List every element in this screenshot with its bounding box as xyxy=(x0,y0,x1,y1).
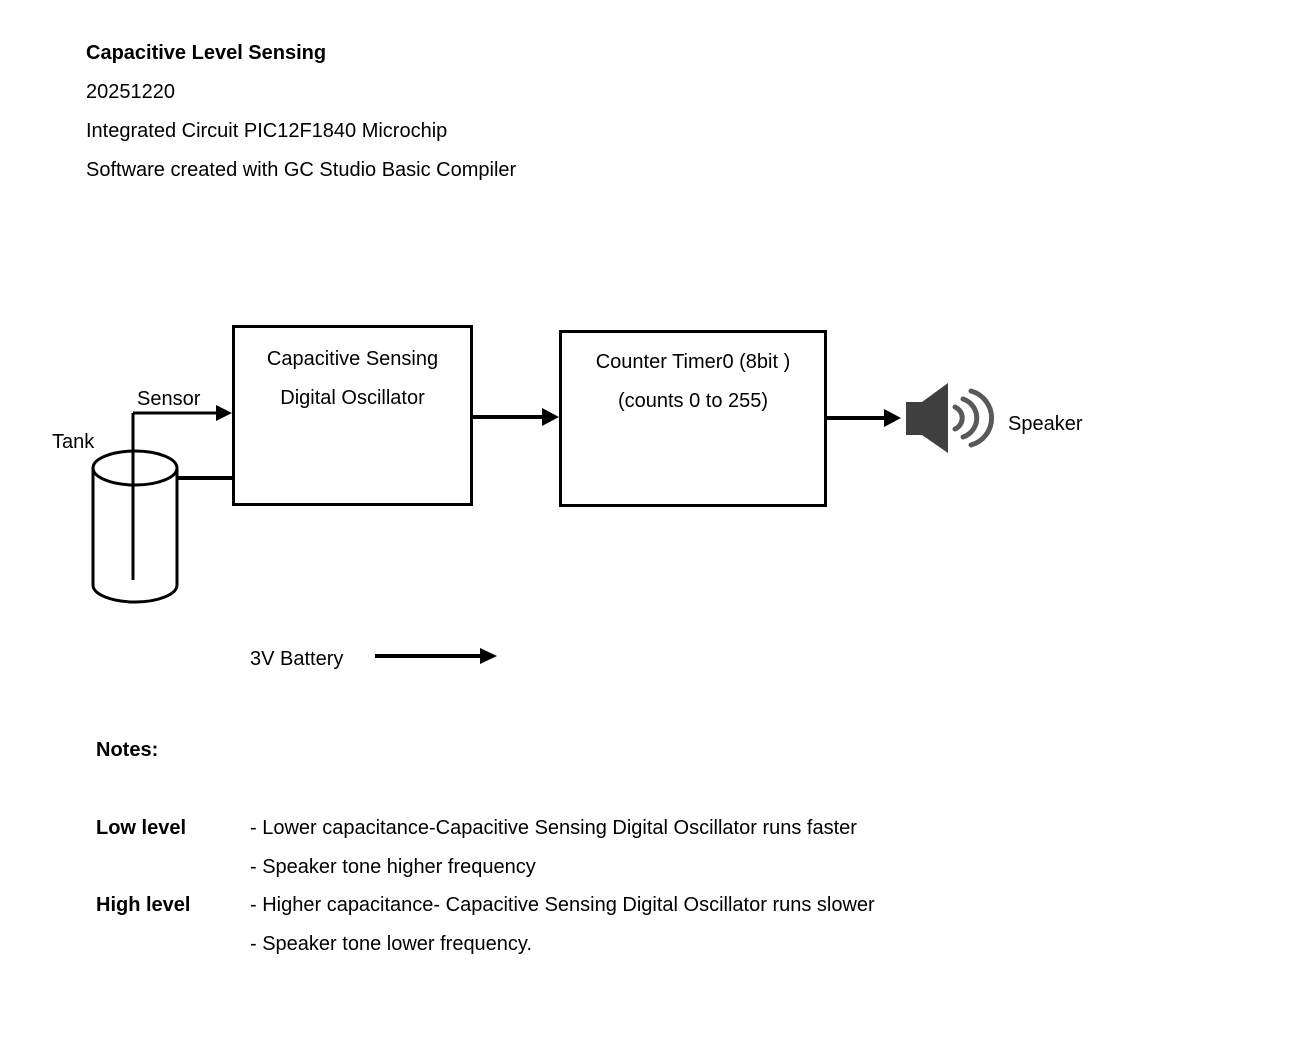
battery-arrow xyxy=(375,648,497,664)
note-high-level-line2: - Speaker tone lower frequency. xyxy=(250,933,533,955)
note-high-level-label: High level xyxy=(96,894,191,916)
sensor-label: Sensor xyxy=(137,388,201,410)
battery-label: 3V Battery xyxy=(250,648,344,670)
oscillator-to-counter-arrow xyxy=(473,408,559,426)
document-subtitle-ic: Integrated Circuit PIC12F1840 Microchip xyxy=(86,120,448,142)
oscillator-block: Capacitive Sensing Digital Oscillator xyxy=(232,325,473,506)
note-low-level-line1: - Lower capacitance-Capacitive Sensing D… xyxy=(250,817,857,839)
speaker-label: Speaker xyxy=(1008,413,1083,435)
counter-to-speaker-arrow xyxy=(827,409,901,427)
speaker-icon xyxy=(906,383,995,453)
document-title: Capacitive Level Sensing xyxy=(86,42,327,64)
note-high-level-line1: - Higher capacitance- Capacitive Sensing… xyxy=(250,894,875,916)
counter-block-line2: (counts 0 to 255) xyxy=(617,390,769,412)
note-low-level-line2: - Speaker tone higher frequency xyxy=(250,856,536,878)
tank-cylinder-icon xyxy=(91,449,179,604)
tank-label: Tank xyxy=(52,431,95,453)
oscillator-block-line1: Capacitive Sensing xyxy=(266,348,439,370)
document-subtitle-software: Software created with GC Studio Basic Co… xyxy=(86,159,517,181)
header-block: Capacitive Level Sensing 20251220 Integr… xyxy=(86,34,516,190)
notes-heading: Notes: xyxy=(96,739,159,761)
document-date: 20251220 xyxy=(86,81,175,103)
counter-block-line1: Counter Timer0 (8bit ) xyxy=(595,351,791,373)
counter-block: Counter Timer0 (8bit ) (counts 0 to 255) xyxy=(559,330,827,507)
note-low-level-label: Low level xyxy=(96,817,187,839)
oscillator-block-line2: Digital Oscillator xyxy=(280,387,425,409)
